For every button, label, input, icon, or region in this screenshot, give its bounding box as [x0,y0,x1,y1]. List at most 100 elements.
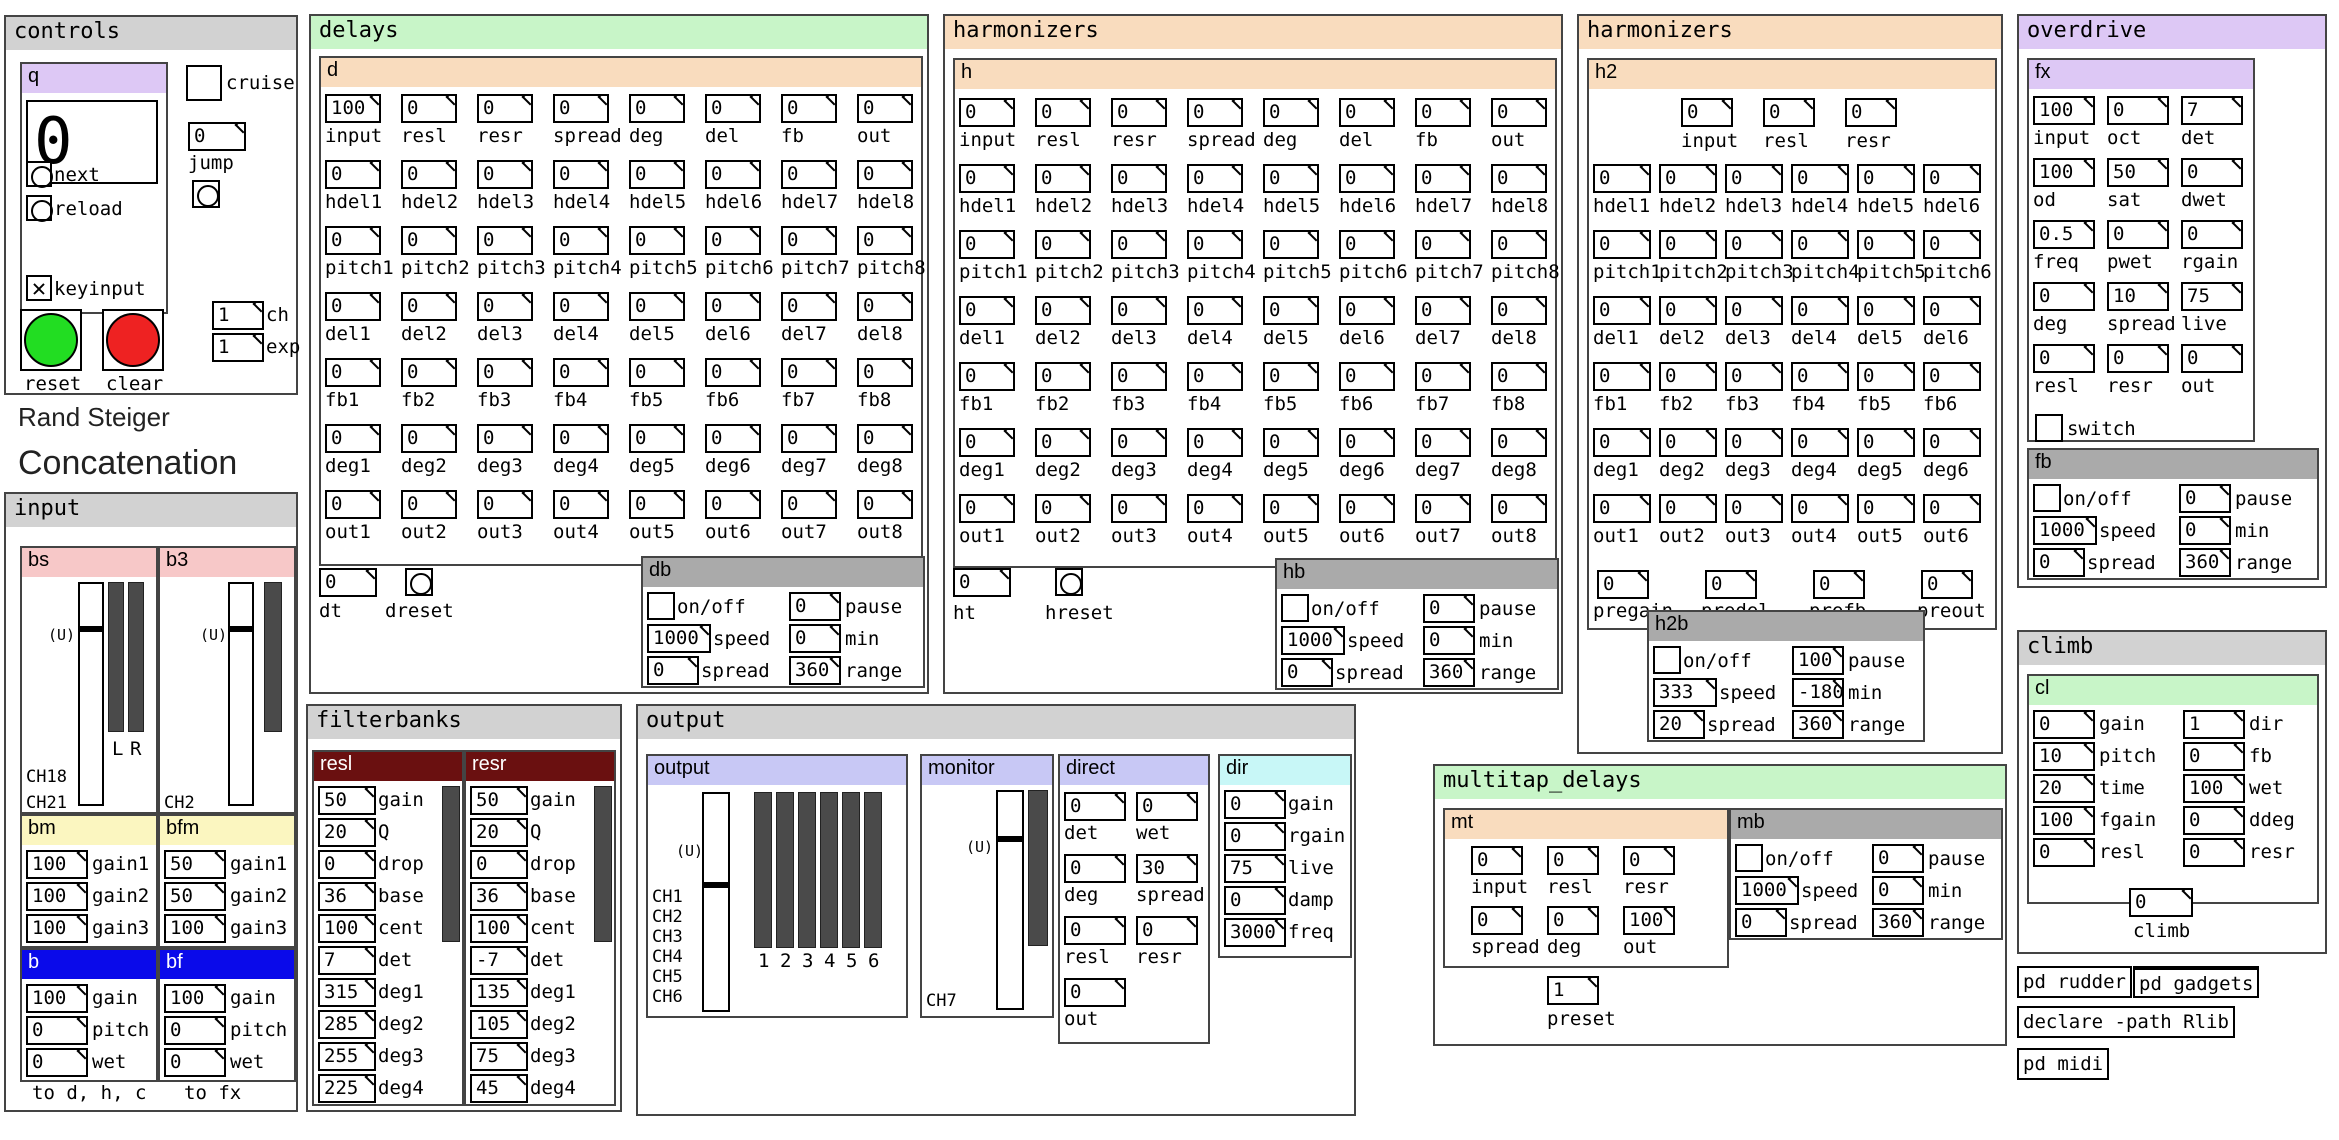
d-num-out8[interactable]: 0 [857,490,913,519]
direct-num-resl[interactable]: 0 [1064,916,1126,945]
bf-panel-num-wet[interactable]: 0 [164,1048,226,1077]
mt-num-input[interactable]: 0 [1471,846,1523,875]
d-num-hdel4[interactable]: 0 [553,160,609,189]
h2-num-hdel3[interactable]: 0 [1725,164,1783,193]
resl-panel-num-9[interactable]: 225 [318,1074,376,1103]
resr-panel-num-8[interactable]: 75 [470,1042,528,1071]
h-num-fb8[interactable]: 0 [1491,362,1547,391]
h2-num-del4[interactable]: 0 [1791,296,1849,325]
db-lfo-range-num[interactable]: 360 [789,656,841,685]
fx-num-oct[interactable]: 0 [2107,96,2169,125]
h2b-lfo-onoff-toggle[interactable] [1653,646,1681,674]
d-num-pitch2[interactable]: 0 [401,226,457,255]
cl-num-dir[interactable]: 1 [2183,710,2245,739]
declare-path-button[interactable]: declare -path Rlib [2017,1006,2235,1038]
h-num-deg7[interactable]: 0 [1415,428,1471,457]
fx-num-resl[interactable]: 0 [2033,344,2095,373]
fb-lfo-spread-num[interactable]: 0 [2033,548,2085,577]
h-num-hdel1[interactable]: 0 [959,164,1015,193]
h2-num-hdel2[interactable]: 0 [1659,164,1717,193]
h2-num-deg2[interactable]: 0 [1659,428,1717,457]
d-num-deg5[interactable]: 0 [629,424,685,453]
cl-num-gain[interactable]: 0 [2033,710,2095,739]
h-num-spread[interactable]: 0 [1187,98,1243,127]
h2-num-input[interactable]: 0 [1681,98,1733,127]
h-num-del7[interactable]: 0 [1415,296,1471,325]
h-num-deg8[interactable]: 0 [1491,428,1547,457]
fb-lfo-pause-num[interactable]: 0 [2179,484,2231,513]
mt-num2-out[interactable]: 100 [1623,906,1675,935]
d-num-spread[interactable]: 0 [553,94,609,123]
h-num-pitch7[interactable]: 0 [1415,230,1471,259]
fx-num-det[interactable]: 7 [2181,96,2243,125]
d-num-del7[interactable]: 0 [781,292,837,321]
h2-num-preout[interactable]: 0 [1921,570,1973,599]
h2b-lfo-min-num[interactable]: -180 [1792,678,1844,707]
dir-num-gain[interactable]: 0 [1224,790,1286,819]
h-num-out[interactable]: 0 [1491,98,1547,127]
h-num-fb3[interactable]: 0 [1111,362,1167,391]
fx-num-sat[interactable]: 50 [2107,158,2169,187]
h-num-del2[interactable]: 0 [1035,296,1091,325]
h2-num-hdel1[interactable]: 0 [1593,164,1651,193]
h-num-deg5[interactable]: 0 [1263,428,1319,457]
h-num-pitch8[interactable]: 0 [1491,230,1547,259]
db-lfo-pause-num[interactable]: 0 [789,592,841,621]
pd-gadgets-button[interactable]: pd gadgets [2133,966,2260,998]
bfm-panel-num-gain2[interactable]: 50 [164,882,226,911]
jump-bang[interactable] [192,180,220,208]
db-lfo-min-num[interactable]: 0 [789,624,841,653]
h-num-input[interactable]: 0 [959,98,1015,127]
hb-lfo-min-num[interactable]: 0 [1423,626,1475,655]
d-num-deg3[interactable]: 0 [477,424,533,453]
d-num-del8[interactable]: 0 [857,292,913,321]
bfm-panel-num-gain1[interactable]: 50 [164,850,226,879]
h2-num-out1[interactable]: 0 [1593,494,1651,523]
resl-panel-num-7[interactable]: 285 [318,1010,376,1039]
h2-num-fb1[interactable]: 0 [1593,362,1651,391]
d-num-del1[interactable]: 0 [325,292,381,321]
h-num-pitch1[interactable]: 0 [959,230,1015,259]
resl-panel-num-8[interactable]: 255 [318,1042,376,1071]
resr-panel-num-5[interactable]: -7 [470,946,528,975]
resl-panel-num-1[interactable]: 20 [318,818,376,847]
d-num-del5[interactable]: 0 [629,292,685,321]
bf-panel-num-pitch[interactable]: 0 [164,1016,226,1045]
direct-num-det[interactable]: 0 [1064,792,1126,821]
resr-panel-num-0[interactable]: 50 [470,786,528,815]
d-num-deg4[interactable]: 0 [553,424,609,453]
d-num-hdel8[interactable]: 0 [857,160,913,189]
h-num-out8[interactable]: 0 [1491,494,1547,523]
d-num-hdel3[interactable]: 0 [477,160,533,189]
h-num-out7[interactable]: 0 [1415,494,1471,523]
resr-panel-num-4[interactable]: 100 [470,914,528,943]
fx-num-deg[interactable]: 0 [2033,282,2095,311]
d-num-out1[interactable]: 0 [325,490,381,519]
d-num-resr[interactable]: 0 [477,94,533,123]
cl-num-wet[interactable]: 100 [2183,774,2245,803]
h2-num-out5[interactable]: 0 [1857,494,1915,523]
h2-num-deg1[interactable]: 0 [1593,428,1651,457]
resl-panel-num-4[interactable]: 100 [318,914,376,943]
resl-panel-num-3[interactable]: 36 [318,882,376,911]
d-num-hdel2[interactable]: 0 [401,160,457,189]
h2-num-pitch5[interactable]: 0 [1857,230,1915,259]
mt-num-resr[interactable]: 0 [1623,846,1675,875]
h2-num-pitch3[interactable]: 0 [1725,230,1783,259]
d-num-fb2[interactable]: 0 [401,358,457,387]
h-num-pitch3[interactable]: 0 [1111,230,1167,259]
h2-num-del6[interactable]: 0 [1923,296,1981,325]
ch-number[interactable]: 1 [212,301,264,330]
switch-toggle[interactable] [2035,414,2063,442]
hreset-bang[interactable] [1055,568,1083,596]
d-num-out7[interactable]: 0 [781,490,837,519]
d-num-fb[interactable]: 0 [781,94,837,123]
resl-panel-num-6[interactable]: 315 [318,978,376,1007]
h-num-pitch6[interactable]: 0 [1339,230,1395,259]
dir-num-damp[interactable]: 0 [1224,886,1286,915]
h2-num-hdel5[interactable]: 0 [1857,164,1915,193]
output-slider[interactable] [702,792,730,1012]
d-num-fb3[interactable]: 0 [477,358,533,387]
fx-num-input[interactable]: 100 [2033,96,2095,125]
d-num-out4[interactable]: 0 [553,490,609,519]
